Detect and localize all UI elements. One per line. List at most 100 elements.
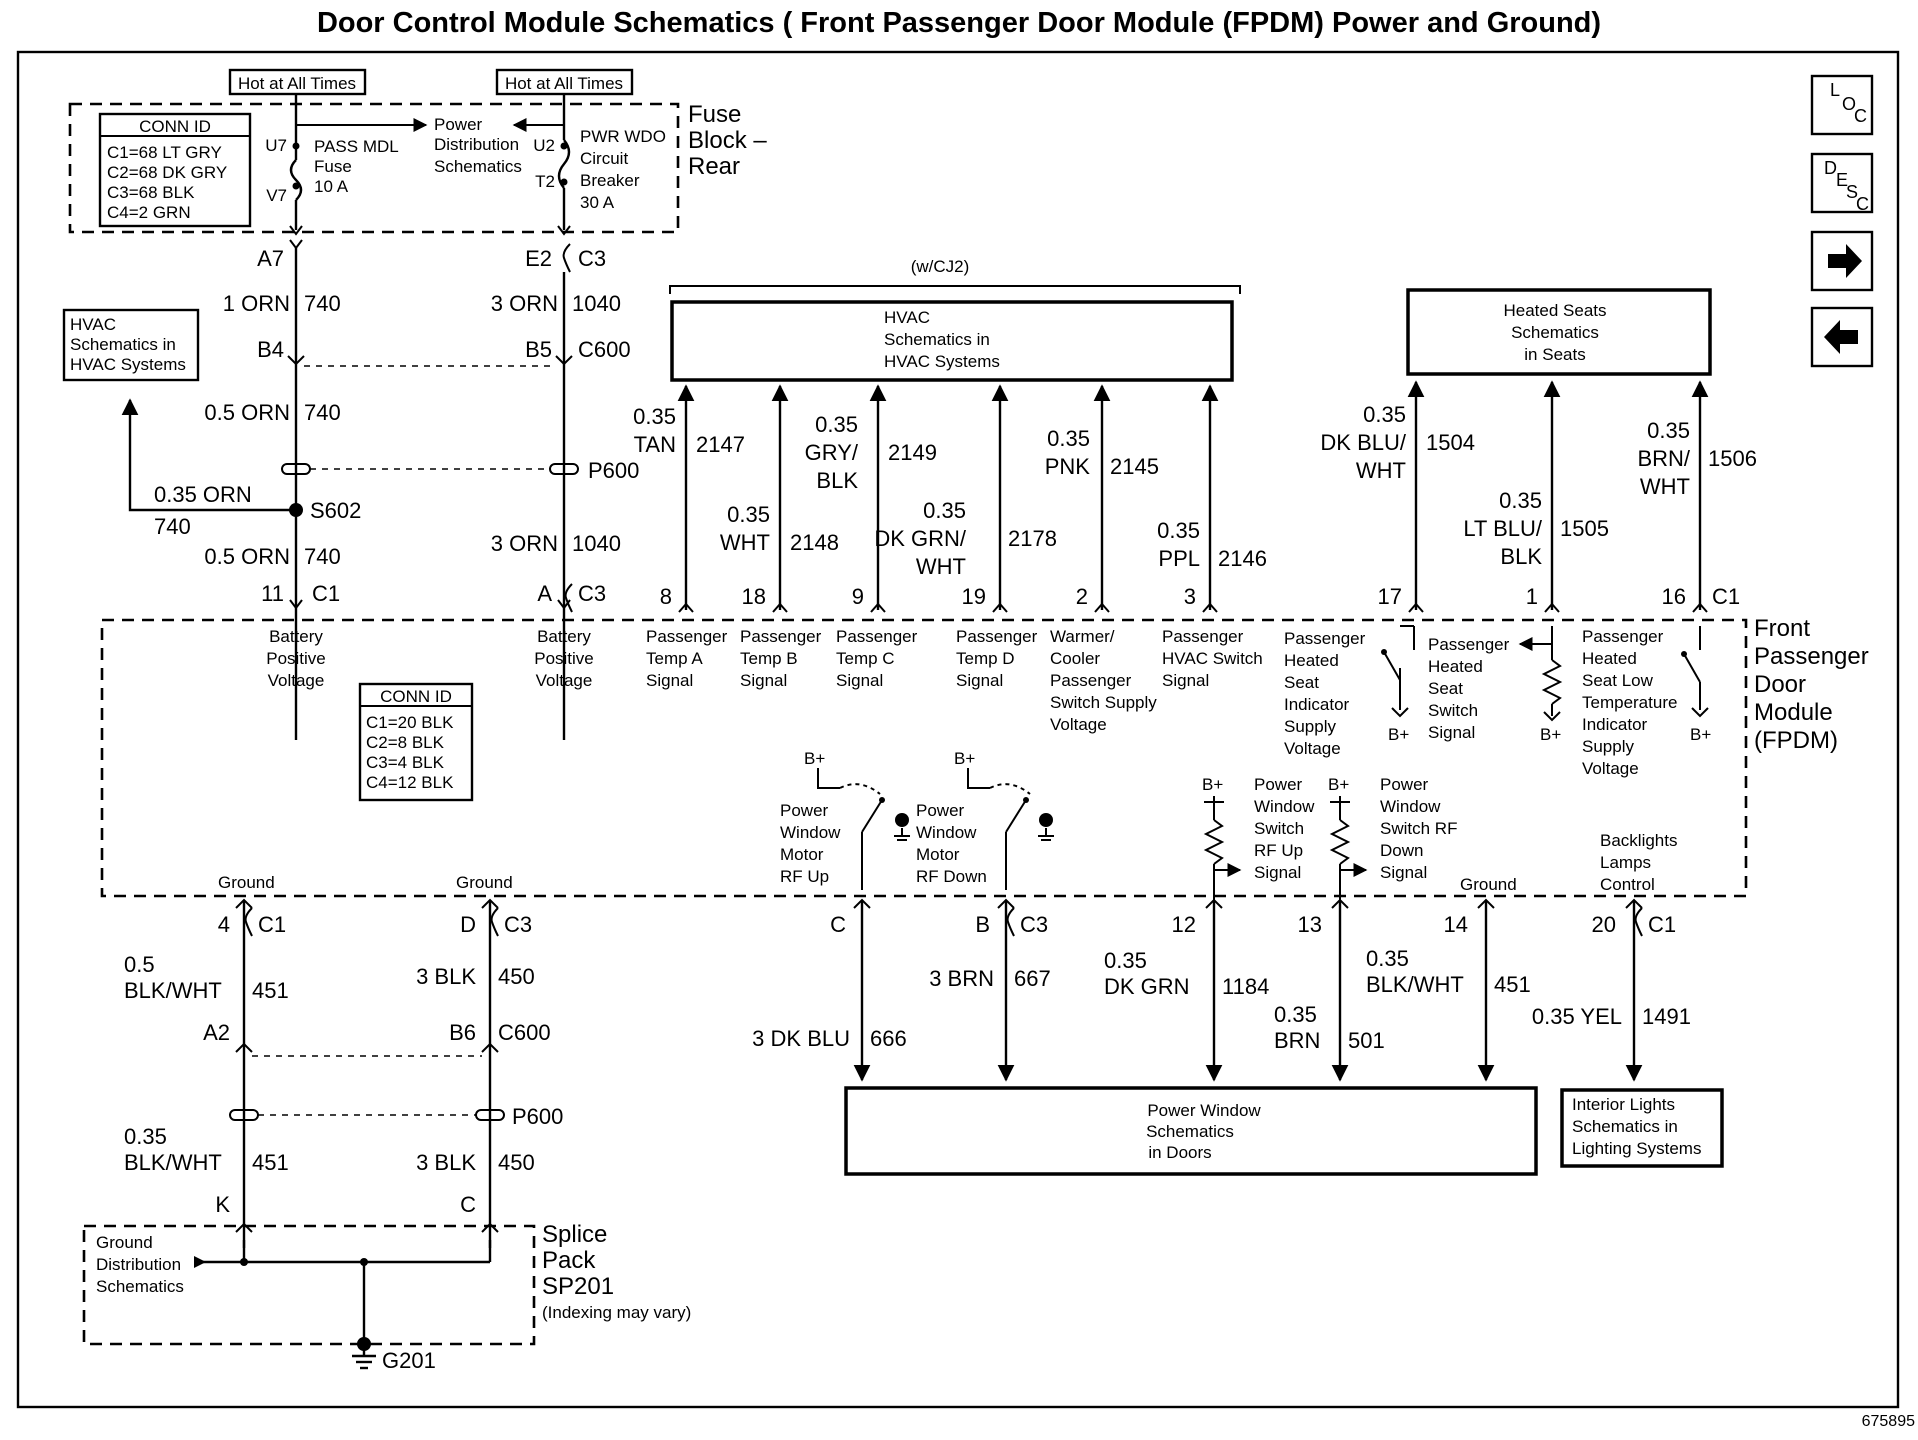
- prev-page-button[interactable]: [1810, 306, 1874, 368]
- svg-text:3 BLK: 3 BLK: [416, 1150, 476, 1175]
- svg-text:450: 450: [498, 964, 535, 989]
- svg-text:P600: P600: [512, 1104, 563, 1129]
- svg-text:1 ORN: 1 ORN: [223, 291, 290, 316]
- svg-text:A: A: [537, 581, 552, 606]
- wire-circuit-number: 2148: [790, 530, 839, 555]
- svg-text:13: 13: [1298, 912, 1322, 937]
- front-passenger-door-module: Front Passenger Door Module (FPDM) CONN …: [100, 615, 1869, 900]
- svg-text:C2=68 DK GRY: C2=68 DK GRY: [107, 163, 227, 182]
- svg-text:Supply: Supply: [1582, 737, 1634, 756]
- svg-text:S: S: [1846, 182, 1858, 202]
- lower-right-wiring: C B C3 3 DK BLU 666 3 BRN 667 12 13 14 0…: [752, 898, 1724, 1176]
- connector-pin-label: 18: [742, 584, 766, 609]
- fuse-block-rear: Fuse Block – Rear Hot at All Times Hot a…: [68, 68, 767, 234]
- low-temp-indicator-label: Passenger Heated Seat Low Temperature In…: [1582, 627, 1677, 778]
- svg-text:Switch: Switch: [1428, 701, 1478, 720]
- wire-circuit-number: 2145: [1110, 454, 1159, 479]
- svg-text:Seat: Seat: [1428, 679, 1463, 698]
- svg-text:C2=8 BLK: C2=8 BLK: [366, 733, 445, 752]
- svg-text:Temp B: Temp B: [740, 649, 798, 668]
- svg-text:451: 451: [252, 1150, 289, 1175]
- svg-text:Passenger: Passenger: [1428, 635, 1510, 654]
- svg-text:Front: Front: [1754, 615, 1810, 642]
- loc-button[interactable]: L O C: [1810, 74, 1874, 136]
- svg-text:B6: B6: [449, 1020, 476, 1045]
- svg-text:Passenger: Passenger: [956, 627, 1038, 646]
- desc-button[interactable]: D E S C: [1810, 152, 1874, 214]
- svg-text:C3: C3: [504, 912, 532, 937]
- battery-positive-voltage-label-c3: Battery Positive Voltage: [534, 627, 594, 690]
- battery-positive-voltage-label-c1: Battery Positive Voltage: [266, 627, 326, 690]
- svg-text:0.35: 0.35: [1366, 946, 1409, 971]
- power-window-motor-rf-up-relay: B+ Power Window Motor RF Up: [780, 749, 910, 890]
- svg-text:RF Up: RF Up: [1254, 841, 1303, 860]
- svg-text:Passenger: Passenger: [1284, 629, 1366, 648]
- svg-text:0.35 YEL: 0.35 YEL: [1532, 1004, 1622, 1029]
- svg-text:B+: B+: [1540, 725, 1561, 744]
- svg-text:Door: Door: [1754, 671, 1806, 698]
- svg-text:Down: Down: [1380, 841, 1423, 860]
- wire-size-label: 0.35: [1499, 488, 1542, 513]
- svg-text:C: C: [460, 1192, 476, 1217]
- svg-text:Power: Power: [1254, 775, 1303, 794]
- svg-text:3 BRN: 3 BRN: [929, 966, 994, 991]
- svg-text:U2: U2: [533, 136, 555, 155]
- svg-text:0.35: 0.35: [1274, 1002, 1317, 1027]
- svg-text:1184: 1184: [1222, 974, 1269, 999]
- ground-distribution-reference: Ground Distribution Schematics: [96, 1233, 184, 1296]
- module-conn-id: CONN ID C1=20 BLK C2=8 BLK C3=4 BLK C4=1…: [358, 682, 474, 802]
- svg-text:Window: Window: [1380, 797, 1441, 816]
- diagram-frame: [16, 50, 1900, 1409]
- temp-b-signal-label: Passenger Temp B Signal: [740, 627, 822, 690]
- svg-text:B5: B5: [525, 337, 552, 362]
- svg-text:Temp C: Temp C: [836, 649, 895, 668]
- svg-text:Temp D: Temp D: [956, 649, 1015, 668]
- wire-size-label: WHT: [720, 530, 770, 555]
- svg-text:Positive: Positive: [534, 649, 594, 668]
- svg-text:Pack: Pack: [542, 1247, 596, 1274]
- svg-text:Switch RF: Switch RF: [1380, 819, 1457, 838]
- svg-text:C4=2 GRN: C4=2 GRN: [107, 203, 191, 222]
- svg-text:Signal: Signal: [836, 671, 883, 690]
- ground-label-c3: Ground: [456, 873, 513, 892]
- svg-text:C4=12 BLK: C4=12 BLK: [366, 773, 454, 792]
- connector-pin-label: 1: [1526, 584, 1538, 609]
- svg-text:Power: Power: [1380, 775, 1429, 794]
- svg-text:10 A: 10 A: [314, 177, 349, 196]
- svg-text:Power: Power: [916, 801, 965, 820]
- svg-text:Ground: Ground: [96, 1233, 153, 1252]
- svg-text:Window: Window: [1254, 797, 1315, 816]
- svg-text:667: 667: [1014, 966, 1051, 991]
- svg-text:Voltage: Voltage: [536, 671, 593, 690]
- svg-text:0.5 ORN: 0.5 ORN: [204, 400, 290, 425]
- power-window-switch-rf-down-input: B+ Power Window Switch RF Down Signal: [1328, 775, 1457, 900]
- svg-text:Power: Power: [434, 115, 483, 134]
- pass-mdl-fuse: [289, 159, 303, 201]
- svg-text:C1=68 LT GRY: C1=68 LT GRY: [107, 143, 222, 162]
- hvac-schematics-reference-top: (w/CJ2) HVAC Schematics in HVAC Systems: [669, 257, 1241, 382]
- svg-text:C600: C600: [498, 1020, 551, 1045]
- svg-text:BLK/WHT: BLK/WHT: [124, 1150, 222, 1175]
- svg-text:Seat: Seat: [1284, 673, 1319, 692]
- svg-text:Window: Window: [780, 823, 841, 842]
- svg-text:Signal: Signal: [740, 671, 787, 690]
- wire-circuit-number: 1505: [1560, 516, 1609, 541]
- svg-text:740: 740: [304, 544, 341, 569]
- svg-text:Control: Control: [1600, 875, 1655, 894]
- svg-text:3 ORN: 3 ORN: [491, 531, 558, 556]
- interior-lights-schematics-reference: Interior Lights Schematics in Lighting S…: [1560, 1088, 1724, 1168]
- svg-text:Circuit: Circuit: [580, 149, 628, 168]
- svg-text:0.35: 0.35: [1104, 948, 1147, 973]
- next-page-button[interactable]: [1810, 230, 1874, 292]
- svg-text:11: 11: [261, 581, 284, 606]
- svg-text:C1: C1: [258, 912, 286, 937]
- wire-size-label: 0.35: [1647, 418, 1690, 443]
- svg-text:C: C: [1854, 106, 1867, 126]
- svg-text:Switch: Switch: [1254, 819, 1304, 838]
- temp-c-signal-label: Passenger Temp C Signal: [836, 627, 918, 690]
- svg-text:Schematics: Schematics: [1511, 323, 1599, 342]
